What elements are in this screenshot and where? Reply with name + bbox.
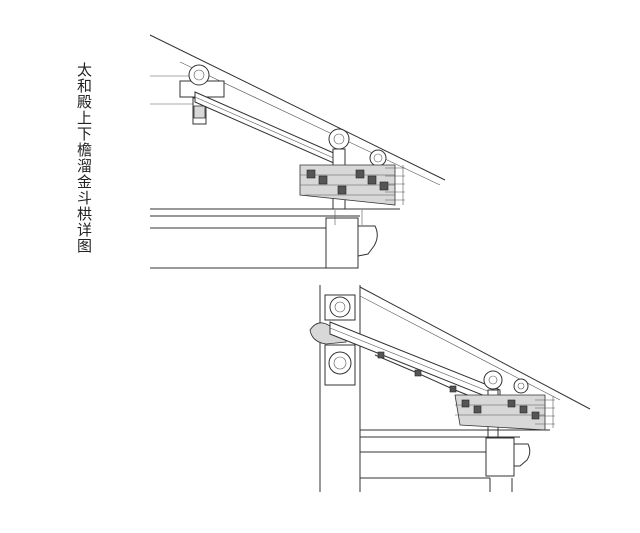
- lever-arm-centerline: [329, 327, 501, 397]
- upper-bracket-cluster: [299, 164, 396, 206]
- upper-top-post-detail: [193, 105, 206, 119]
- upper-roof-line: [149, 34, 446, 181]
- lower-top-purlin: [329, 296, 351, 318]
- bracket-block: [531, 411, 540, 420]
- bracket-block: [473, 405, 482, 414]
- bracket-block: [377, 351, 385, 359]
- lower-column: [485, 437, 515, 477]
- purlin-ring: [373, 153, 383, 163]
- lower-bracket-cluster: [454, 394, 546, 431]
- upper-mid-purlin: [328, 128, 350, 150]
- lever-arm-centerline: [194, 96, 346, 164]
- upper-outer-purlin: [369, 149, 387, 167]
- lower-roof-line: [359, 286, 591, 410]
- lower-dimension-lines: [535, 396, 555, 428]
- bracket-block: [379, 181, 389, 191]
- purlin-ring: [517, 382, 525, 390]
- lower-mid-purlin: [328, 351, 352, 375]
- bracket-block: [507, 399, 516, 408]
- purlin-ring: [333, 356, 347, 370]
- upper-eave-section: [149, 34, 446, 269]
- lower-eave-section: [309, 285, 591, 492]
- upper-top-purlin: [188, 64, 210, 86]
- bracket-block: [519, 405, 528, 414]
- bracket-block: [367, 175, 377, 185]
- lower-outer-purlin: [483, 370, 503, 390]
- purlin-ring: [193, 69, 205, 81]
- bracket-block: [337, 185, 347, 195]
- upper-dimension-lines: [385, 165, 405, 205]
- bracket-block: [355, 169, 365, 179]
- purlin-ring: [333, 133, 345, 145]
- bracket-block: [306, 169, 316, 179]
- bracket-block: [461, 399, 470, 408]
- lower-bracket-end: [513, 443, 531, 467]
- bracket-block: [414, 369, 422, 377]
- upper-column: [325, 217, 359, 269]
- lower-edge-purlin: [513, 378, 529, 394]
- bracket-block: [449, 385, 457, 393]
- bracket-block: [318, 175, 328, 185]
- lower-bracket-profile: [374, 354, 476, 399]
- purlin-ring: [488, 375, 498, 385]
- upper-bracket-end: [357, 225, 378, 257]
- purlin-ring: [334, 301, 346, 313]
- diagram-title: 太和殿上下檐溜金斗栱详图: [75, 62, 93, 254]
